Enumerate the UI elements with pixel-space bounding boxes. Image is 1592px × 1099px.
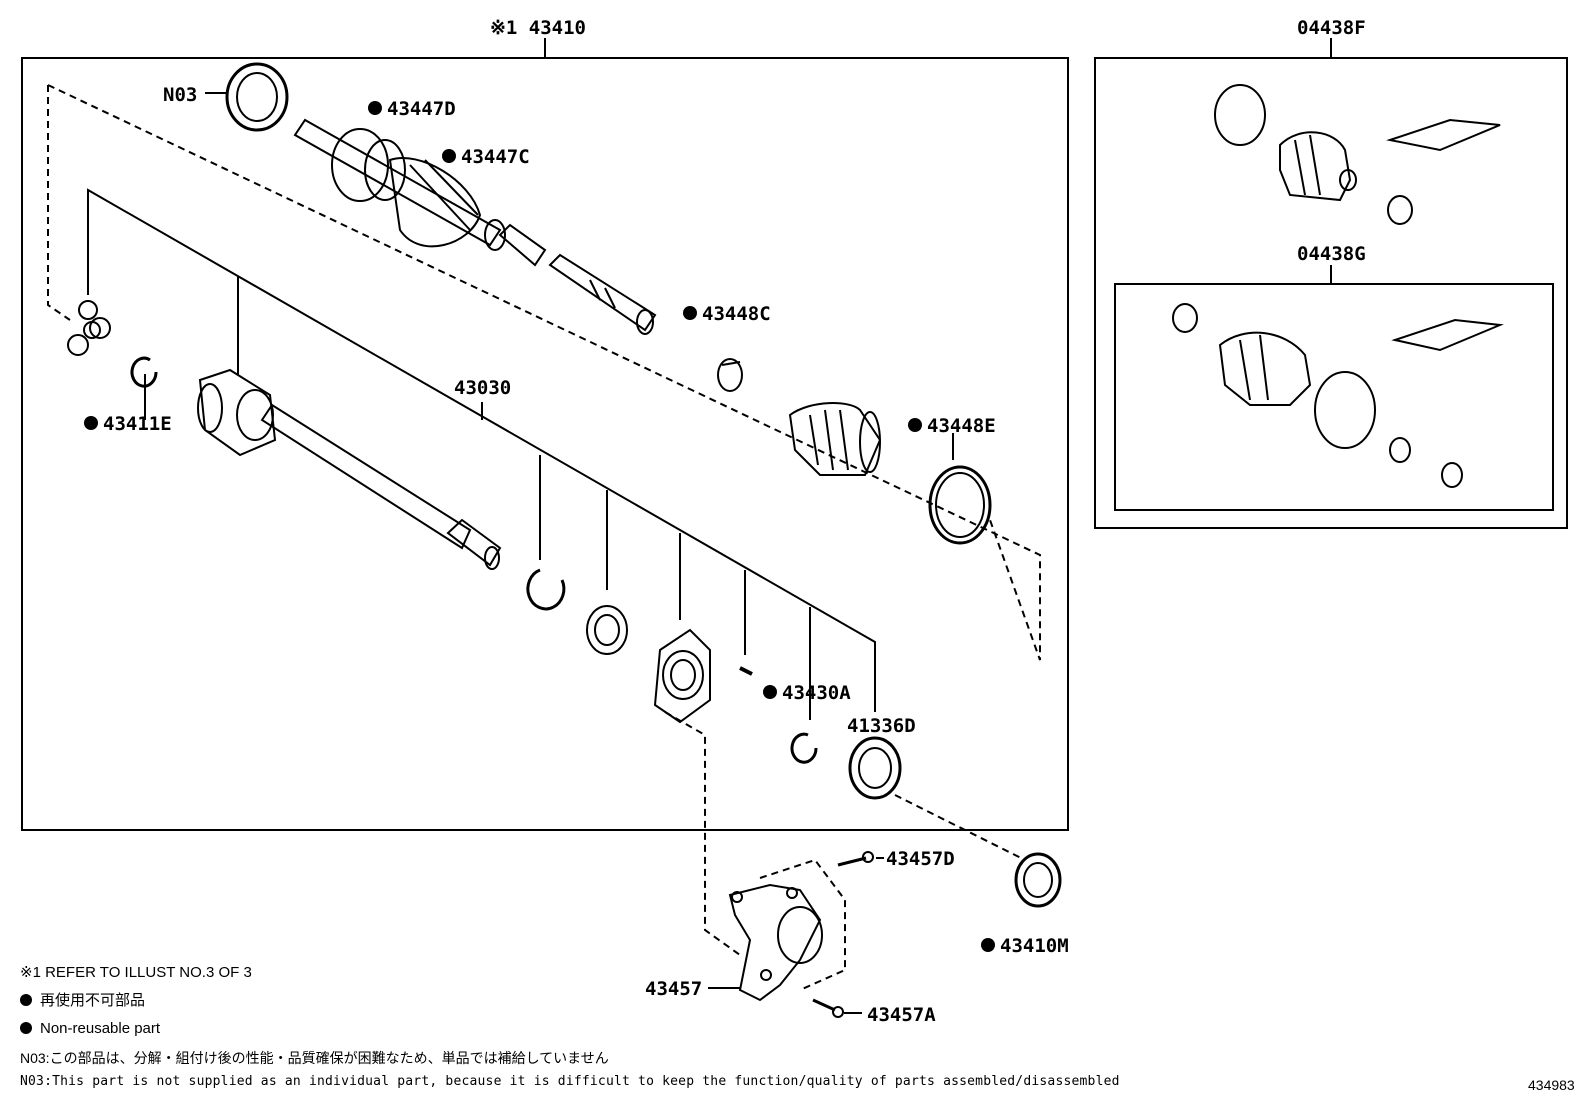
refer-note: ※1 REFER TO ILLUST NO.3 OF 3 xyxy=(20,964,252,981)
label-41336D: 41336D xyxy=(847,715,916,737)
boot-kit-frame-04438F xyxy=(1094,57,1568,529)
legend-en-text: Non-reusable part xyxy=(40,1020,161,1037)
label-43447D: 43447D xyxy=(387,98,456,120)
non-reusable-dot-icon xyxy=(368,101,382,115)
label-04438F: 04438F xyxy=(1297,17,1366,39)
label-43457A: 43457A xyxy=(867,1004,936,1026)
illustration-number: 434983 xyxy=(1528,1077,1575,1093)
label-04438G: 04438G xyxy=(1297,243,1366,265)
non-reusable-dot-icon xyxy=(908,418,922,432)
boot-kit-frame-04438G xyxy=(1114,283,1554,511)
filled-circle-icon xyxy=(20,1022,32,1034)
label-43448E: 43448E xyxy=(927,415,996,437)
label-43430A: 43430A xyxy=(782,682,851,704)
non-reusable-dot-icon xyxy=(683,306,697,320)
non-reusable-dot-icon xyxy=(84,416,98,430)
non-reusable-dot-icon xyxy=(981,938,995,952)
legend-jp: 再使用不可部品 xyxy=(20,992,145,1010)
label-43410M: 43410M xyxy=(1000,935,1069,957)
n03-note-en: N03:This part is not supplied as an indi… xyxy=(20,1074,1120,1089)
label-43411E: 43411E xyxy=(103,413,172,435)
non-reusable-dot-icon xyxy=(763,685,777,699)
label-43457: 43457 xyxy=(645,978,702,1000)
label-43410: ※1 43410 xyxy=(490,17,586,39)
label-43447C: 43447C xyxy=(461,146,530,168)
label-N03: N03 xyxy=(163,84,197,106)
legend-en: Non-reusable part xyxy=(20,1020,160,1038)
label-43030: 43030 xyxy=(454,377,511,399)
filled-circle-icon xyxy=(20,994,32,1006)
non-reusable-dot-icon xyxy=(442,149,456,163)
n03-note-jp: N03:この部品は、分解・組付け後の性能・品質確保が困難なため、単品では補給して… xyxy=(20,1050,609,1066)
label-43448C: 43448C xyxy=(702,303,771,325)
label-43457D: 43457D xyxy=(886,848,955,870)
legend-jp-text: 再使用不可部品 xyxy=(40,992,146,1009)
